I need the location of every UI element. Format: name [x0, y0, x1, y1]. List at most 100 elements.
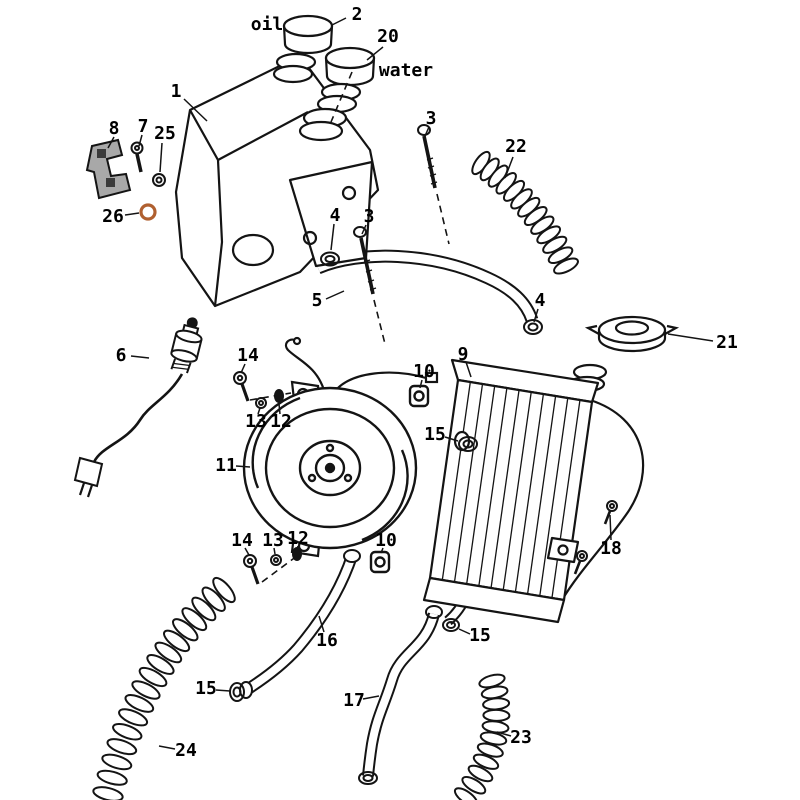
leader-line [325, 290, 345, 300]
callout-label-oil: oil [251, 14, 284, 35]
leader-line [278, 403, 281, 415]
coil-ring [201, 586, 226, 612]
coil-22 [471, 150, 579, 275]
coil-ring [476, 742, 504, 758]
callout-label-13: 13 [262, 530, 284, 551]
coil-ring [163, 629, 191, 653]
washer-13-upper [255, 397, 267, 409]
callout-label-7: 7 [138, 116, 149, 137]
grommet-10-lower [369, 550, 391, 574]
callout-label-3: 3 [364, 206, 375, 227]
coil-ring [472, 753, 500, 770]
washer-25 [152, 173, 166, 187]
radiator-fin [502, 392, 532, 592]
callout-label-1: 1 [171, 81, 182, 102]
callout-label-18: 18 [600, 538, 622, 559]
hose-17-clamps [358, 605, 443, 785]
radiator-fins [441, 382, 581, 600]
callout-label-26: 26 [102, 206, 124, 227]
leader-line [130, 355, 150, 359]
leader-line [273, 547, 276, 555]
pipe-16 [244, 554, 358, 695]
callout-label-9: 9 [458, 344, 469, 365]
callout-label-10: 10 [375, 530, 397, 551]
radiator-fin [465, 386, 496, 586]
callout-label-22: 22 [505, 136, 527, 157]
callout-label-15: 15 [469, 625, 491, 646]
o-ring-26 [139, 203, 157, 221]
coil-ring [92, 786, 124, 800]
leader-line [380, 547, 384, 554]
coil-ring [138, 666, 168, 688]
callout-label-15: 15 [195, 678, 217, 699]
coil-ring [172, 618, 199, 642]
radiator-fin [478, 388, 508, 588]
leader-line [235, 465, 251, 468]
leader-line [465, 361, 472, 378]
callout-label-6: 6 [116, 345, 127, 366]
radiator-fin [490, 390, 520, 590]
leader-line [330, 223, 335, 251]
coil-ring [146, 654, 175, 675]
leader-line [361, 224, 367, 235]
temp-sensor [73, 317, 203, 498]
bolt-3-upper [417, 124, 438, 189]
washer-13-lower [270, 554, 282, 566]
screws-18 [573, 500, 618, 575]
leader-line [444, 436, 459, 442]
radiator-fin [441, 382, 471, 582]
coil-ring [467, 764, 494, 783]
leader-line [159, 142, 163, 173]
coil-ring [131, 680, 161, 700]
leader-line [215, 689, 231, 692]
callout-label-15: 15 [424, 424, 446, 445]
leader-line [183, 98, 208, 122]
clamp-15-stub [442, 618, 460, 632]
leader-line [331, 17, 347, 26]
coil-ring [453, 787, 479, 800]
leader-line [609, 514, 612, 541]
clamp-15-pipe16 [229, 682, 245, 702]
bolt-14-upper [233, 371, 250, 402]
leader-line [366, 46, 384, 61]
callout-label-10: 10 [413, 361, 435, 382]
callout-label-12: 12 [287, 528, 309, 549]
callout-label-16: 16 [316, 630, 338, 651]
grommet-12-lower [292, 547, 302, 561]
coil-ring [191, 596, 217, 622]
leader-line [362, 695, 380, 700]
coil-ring [96, 769, 128, 786]
coil-ring [124, 694, 155, 713]
coil-ring [112, 722, 143, 741]
callout-label-13: 13 [245, 411, 267, 432]
hose-5 [315, 249, 539, 323]
radiator-fin [538, 398, 569, 598]
water-filler-cap [298, 46, 376, 142]
callout-label-11: 11 [215, 455, 237, 476]
callout-label-20: 20 [377, 26, 399, 47]
clamp-4-upper [320, 251, 340, 267]
oil-filler-cap [272, 14, 334, 84]
callout-label-4: 4 [330, 205, 341, 226]
leader-line [158, 745, 176, 750]
coil-ring [101, 753, 133, 771]
coil-24 [92, 576, 236, 800]
leader-line [533, 308, 539, 323]
callout-label-21: 21 [716, 332, 738, 353]
leader-line [504, 156, 514, 179]
coil-ring [461, 775, 487, 795]
radiator-fin [453, 384, 484, 584]
fan-wire-harness [284, 336, 439, 391]
radiator-fin [514, 394, 544, 594]
leader-line [107, 136, 115, 149]
callout-label-25: 25 [154, 123, 176, 144]
leader-line [124, 212, 140, 216]
leader-line [296, 545, 299, 550]
leader-line [138, 134, 143, 147]
leader-line [667, 333, 714, 342]
coil-ring [118, 708, 149, 727]
leader-line [257, 407, 261, 415]
callout-label-2: 2 [352, 4, 363, 25]
grommet-10-upper [408, 384, 430, 408]
